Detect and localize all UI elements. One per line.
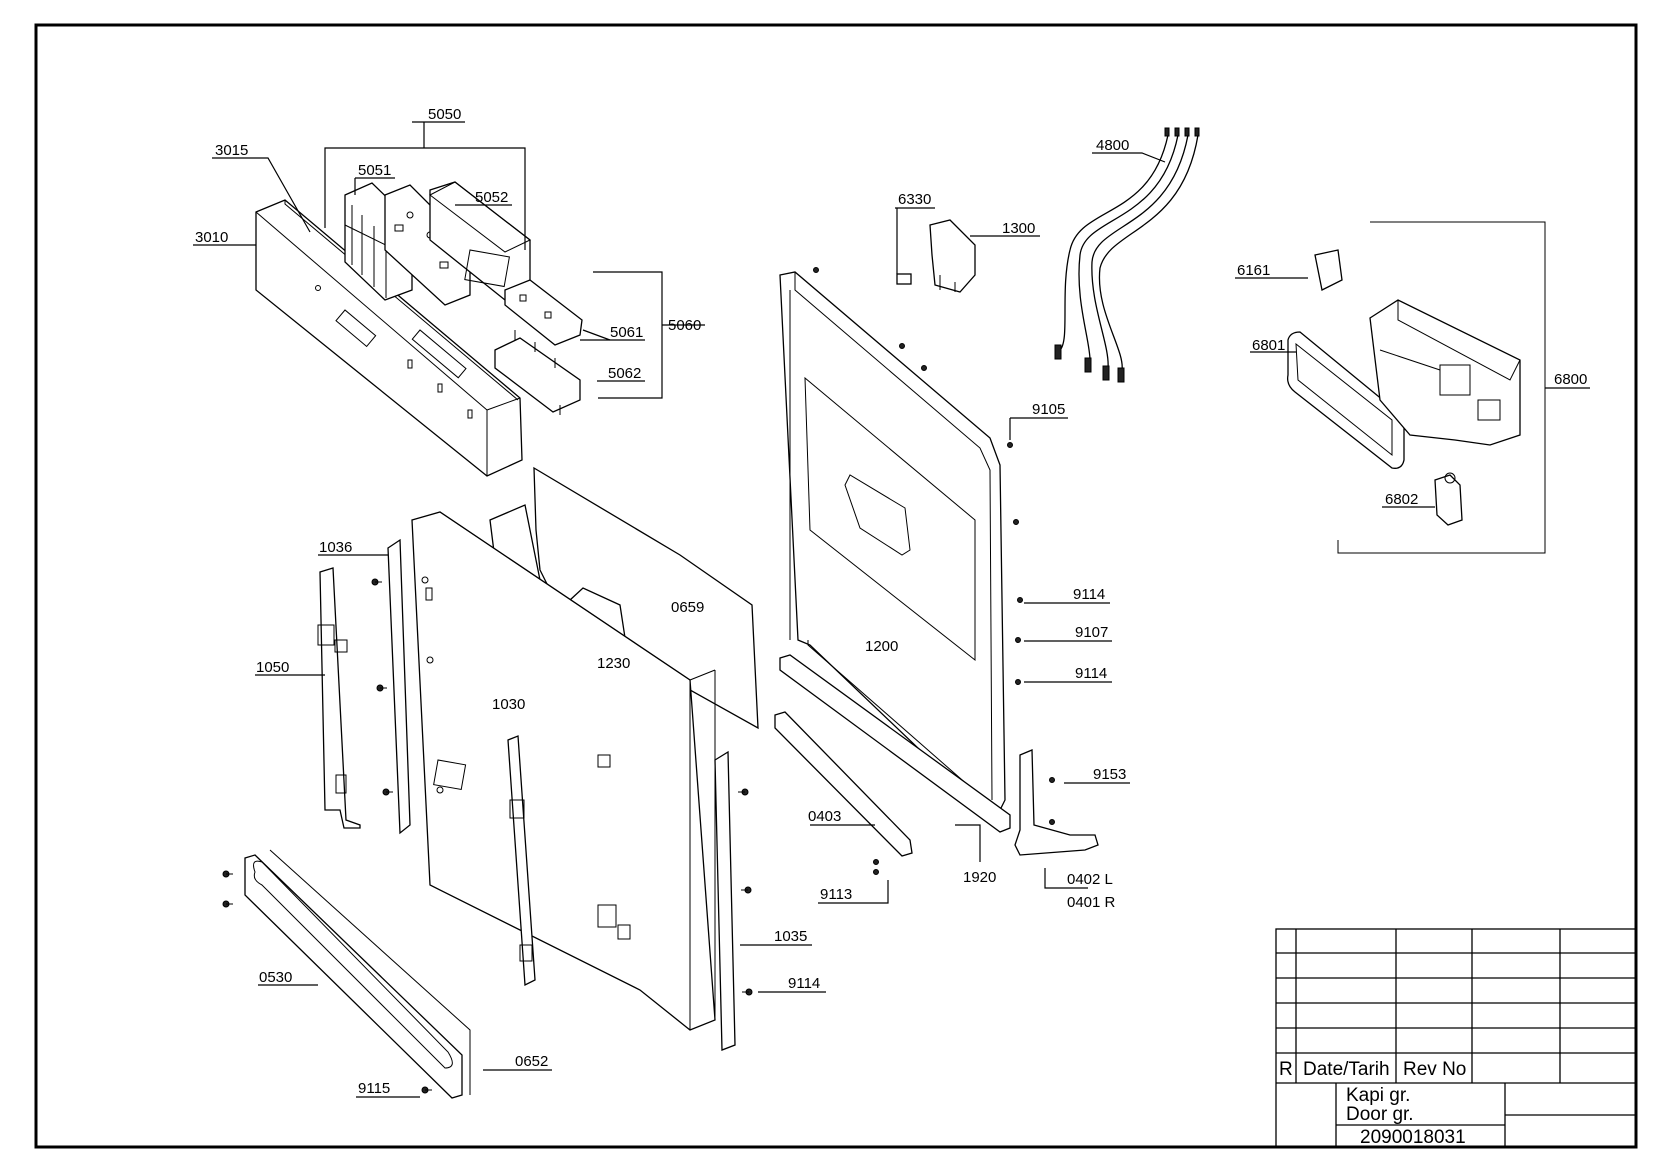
module-5062 bbox=[494, 337, 581, 413]
callout-6330: 6330 bbox=[898, 191, 931, 208]
inner-door-1200 bbox=[779, 271, 1006, 813]
callout-9105: 9105 bbox=[1032, 401, 1065, 418]
bracket-on-door bbox=[507, 735, 536, 987]
date-column-header: Date/Tarih bbox=[1303, 1059, 1390, 1080]
callout-9115: 9115 bbox=[358, 1080, 390, 1097]
callout-3015: 3015 bbox=[215, 142, 248, 159]
callout-9114-upper: 9114 bbox=[1073, 586, 1105, 603]
callout-5052: 5052 bbox=[475, 189, 508, 206]
callout-1920: 1920 bbox=[963, 869, 996, 886]
title-block-text: R Date/Tarih Rev No Kapi gr. Door gr. 20… bbox=[1279, 1059, 1466, 1148]
callout-0659: 0659 bbox=[671, 599, 704, 616]
module-5061 bbox=[504, 279, 583, 346]
strip-0403 bbox=[774, 711, 913, 857]
callout-1035: 1035 bbox=[774, 928, 807, 945]
title-english: Door gr. bbox=[1346, 1104, 1414, 1125]
callout-0652: 0652 bbox=[515, 1053, 548, 1070]
cable-harness-4800 bbox=[1054, 127, 1200, 383]
callout-6161: 6161 bbox=[1237, 262, 1270, 279]
screws-door bbox=[813, 267, 1055, 875]
callout-0403: 0403 bbox=[808, 808, 841, 825]
callout-0401: 0401 R bbox=[1067, 894, 1116, 911]
callout-6801: 6801 bbox=[1252, 337, 1285, 354]
title-block bbox=[1275, 928, 1637, 1148]
callout-1230: 1230 bbox=[597, 655, 630, 672]
rev-marker: R bbox=[1279, 1059, 1293, 1080]
callout-labels: 5050 3015 5051 5052 3010 5060 5061 5062 … bbox=[195, 106, 1587, 1097]
callout-9153: 9153 bbox=[1093, 766, 1126, 783]
callout-0530: 0530 bbox=[259, 969, 292, 986]
strip-1920 bbox=[779, 654, 1011, 833]
callout-9107: 9107 bbox=[1075, 624, 1108, 641]
control-panel-group bbox=[255, 181, 583, 477]
side-strip-1036 bbox=[387, 538, 411, 835]
callout-1050: 1050 bbox=[256, 659, 289, 676]
callout-6800: 6800 bbox=[1554, 371, 1587, 388]
screws-left bbox=[222, 578, 753, 1094]
side-strip-1035 bbox=[714, 750, 736, 1051]
circuit-board-5050 bbox=[384, 184, 471, 306]
inner-door-group bbox=[774, 267, 1099, 875]
callout-0402: 0402 L bbox=[1067, 871, 1113, 888]
clip-6161 bbox=[1314, 249, 1343, 291]
lock-and-cable-group bbox=[896, 127, 1200, 383]
gasket-6801 bbox=[1287, 331, 1405, 469]
callout-9113: 9113 bbox=[820, 886, 852, 903]
part-6802 bbox=[1434, 474, 1463, 526]
title-turkish: Kapi gr. bbox=[1346, 1085, 1410, 1106]
door-lock-1300 bbox=[929, 219, 976, 293]
callout-9114-middle: 9114 bbox=[1075, 665, 1107, 682]
drawing-number: 2090018031 bbox=[1360, 1127, 1466, 1148]
callout-1300: 1300 bbox=[1002, 220, 1035, 237]
callout-9114-lower: 9114 bbox=[788, 975, 820, 992]
callout-5050: 5050 bbox=[428, 106, 461, 123]
callout-5062: 5062 bbox=[608, 365, 641, 382]
part-6330 bbox=[896, 273, 912, 285]
rev-column-header: Rev No bbox=[1403, 1059, 1466, 1080]
bracket-1050 bbox=[319, 567, 361, 829]
callout-5060: 5060 bbox=[668, 317, 701, 334]
hinge-bracket-0402 bbox=[1014, 749, 1099, 856]
callout-5061: 5061 bbox=[610, 324, 643, 341]
callout-4800: 4800 bbox=[1096, 137, 1129, 154]
callout-5051: 5051 bbox=[358, 162, 391, 179]
callout-1036: 1036 bbox=[319, 539, 352, 556]
dispenser-group bbox=[1287, 221, 1546, 554]
callout-6802: 6802 bbox=[1385, 491, 1418, 508]
callout-1030: 1030 bbox=[492, 696, 525, 713]
door-panels-group bbox=[222, 466, 759, 1099]
callout-1200: 1200 bbox=[865, 638, 898, 655]
drawing-frame bbox=[34, 23, 1638, 1149]
leader-lines bbox=[193, 121, 1590, 1098]
callout-3010: 3010 bbox=[195, 229, 228, 246]
dispenser-body-6800 bbox=[1369, 299, 1521, 446]
